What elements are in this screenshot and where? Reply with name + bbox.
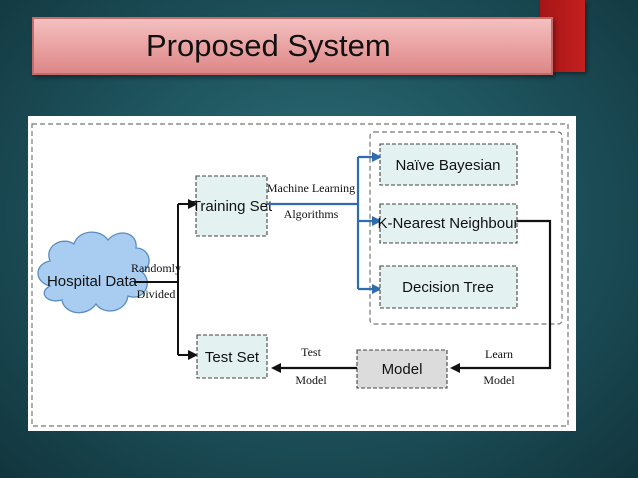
decision-tree-label: Decision Tree <box>402 279 494 296</box>
split-label-1: Randomly <box>131 261 181 275</box>
outer-border <box>31 123 569 427</box>
algorithms-group-border <box>369 131 563 325</box>
system-diagram: Hospital Data Randomly Divided Training … <box>31 123 569 427</box>
split-label-2: Divided <box>137 287 176 301</box>
knn-box <box>379 203 518 244</box>
diagram-panel: Hospital Data Randomly Divided Training … <box>28 116 576 431</box>
test-set-label: Test Set <box>205 349 260 366</box>
naive-bayes-label: Naïve Bayesian <box>395 157 500 174</box>
hospital-data-cloud <box>37 231 150 314</box>
model-label: Model <box>382 361 423 378</box>
test-set-box <box>196 334 268 379</box>
learn-label-2: Model <box>483 373 515 387</box>
ml-label-2: Algorithms <box>284 207 339 221</box>
slide-title: Proposed System <box>146 28 391 63</box>
knn-label: K-Nearest Neighbour <box>378 215 519 232</box>
learn-label-1: Learn <box>485 347 513 361</box>
naive-bayes-box <box>379 143 518 186</box>
test-label-2: Model <box>295 373 327 387</box>
decision-tree-box <box>379 265 518 309</box>
training-set-box <box>195 175 268 237</box>
arrow-algos-to-model <box>450 219 552 373</box>
title-bar <box>32 17 553 75</box>
hospital-data-label: Hospital Data <box>47 273 138 290</box>
training-set-label: Training Set <box>192 198 273 215</box>
ml-label-1: Machine Learning <box>267 181 355 195</box>
test-label-1: Test <box>301 345 321 359</box>
